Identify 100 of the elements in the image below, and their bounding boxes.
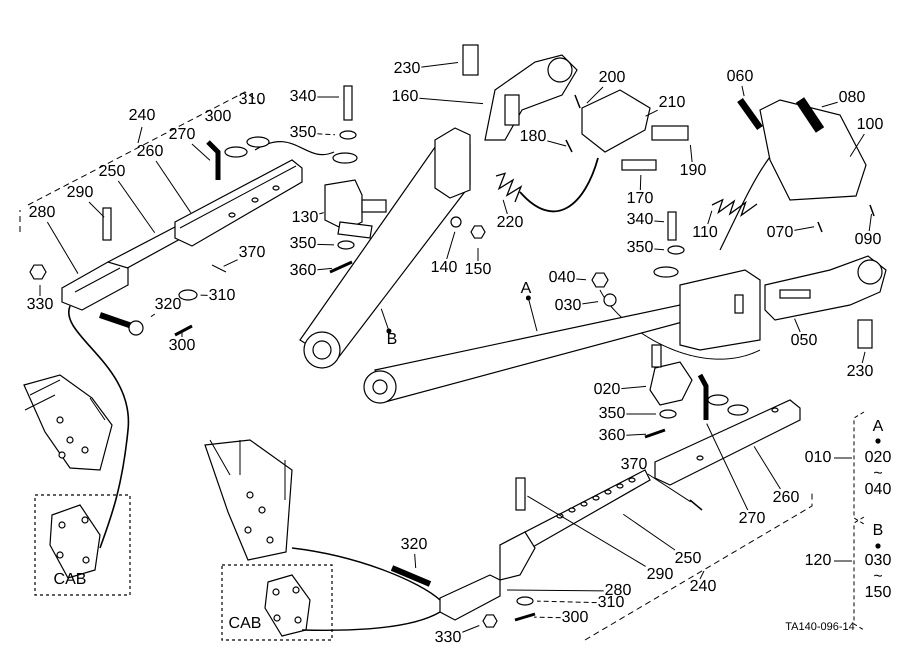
callout-number: 370 [620,457,648,473]
callout-number: 180 [520,129,546,145]
callout-number: 260 [772,490,800,506]
leader-line [150,314,156,318]
callout-number: 350 [290,125,316,141]
callout-number: 130 [292,210,318,226]
callout-number: 270 [738,511,766,527]
range-mark: ~ [873,466,883,482]
callout-number: 090 [854,232,882,248]
callout-number: 010 [804,450,832,466]
leader-line [418,98,484,104]
leader-line [118,180,156,234]
callout-number: 290 [66,185,94,201]
leader-line [420,62,459,68]
leader-line [526,496,646,567]
callout-number: 230 [846,364,874,380]
callout-number: 370 [238,245,266,261]
callout-number: 300 [562,610,588,626]
callout-number: 310 [238,92,266,108]
leader-line [506,590,604,592]
callout-number: 030 [554,298,582,314]
callout-number: 350 [290,236,316,252]
leader-line [576,278,586,280]
callout-number: 020 [594,382,620,398]
callout-number: 250 [674,551,702,567]
callout-number: 350 [598,406,626,422]
callout-number: 240 [690,579,716,595]
leader-line [868,213,872,232]
leader-line [706,423,748,510]
leader-line [316,268,333,270]
callout-number: 300 [204,109,232,125]
callout-number: 310 [208,288,236,304]
callout-number: 030 [864,553,892,569]
callout-number: 320 [400,537,428,553]
callout-number: 340 [290,89,316,105]
callout-number: 220 [496,215,524,231]
leader-line [546,140,567,146]
callout-number: 150 [864,585,892,601]
callout-number: 040 [548,270,576,286]
leader-line [536,600,598,604]
callout-number: 120 [804,553,832,569]
leader-line [741,86,745,97]
callout-number: 160 [392,89,418,105]
cab-label: CAB [228,616,262,632]
callout-number: 340 [626,212,654,228]
leader-line [318,212,324,214]
leader-line [502,199,508,214]
leader-line [690,144,693,162]
callout-number: 170 [626,191,654,207]
leader-line [316,133,336,136]
callout-number: 210 [658,95,686,111]
callout-number: 040 [864,482,892,498]
callout-number: 060 [726,69,754,85]
leader-line [620,386,647,390]
callout-number: 150 [464,262,492,278]
leader-line [446,231,456,260]
callout-number: 020 [864,450,892,466]
leader-line [380,308,392,334]
callout-number: 110 [692,225,718,241]
leader-line [626,434,646,436]
range-mark: ~ [873,569,883,585]
reference-letter: B [872,523,884,539]
callout-number: 140 [430,260,458,276]
leader-line [316,96,340,98]
leader-line [654,220,664,222]
callout-number: 320 [154,297,182,313]
leader-line [316,244,334,246]
leader-line [414,554,416,568]
leader-line [200,294,208,296]
callout-number: 330 [26,297,54,313]
leader-line [647,474,692,502]
leader-line [462,624,480,633]
leader-line [754,446,781,490]
leader-line [156,160,192,214]
leader-line [862,351,866,364]
callout-number: 230 [394,61,420,77]
leader-line [850,134,865,158]
callout-number: 050 [790,333,818,349]
leader-line [794,318,801,332]
callout-number: 300 [168,338,196,354]
leader-line [191,144,211,161]
callout-number: 260 [136,144,164,160]
leader-line [640,174,642,190]
callout-number: 250 [98,164,126,180]
leader-line [794,226,815,231]
callout-number: 070 [766,225,794,241]
reference-letter: A [872,419,884,435]
leader-line [88,202,105,218]
leader-line [223,259,238,267]
drawing-number: TA140-096-14 [785,620,855,635]
callout-number: 310 [598,595,624,611]
callout-number: 200 [598,70,626,86]
callout-number: 360 [598,428,626,444]
leader-line [654,248,664,250]
leader-line [622,514,676,550]
callout-number: 290 [646,567,674,583]
reference-letter: B [386,332,398,348]
leader-line [534,616,562,618]
callout-number: 280 [28,205,56,221]
leader-line [707,210,712,224]
